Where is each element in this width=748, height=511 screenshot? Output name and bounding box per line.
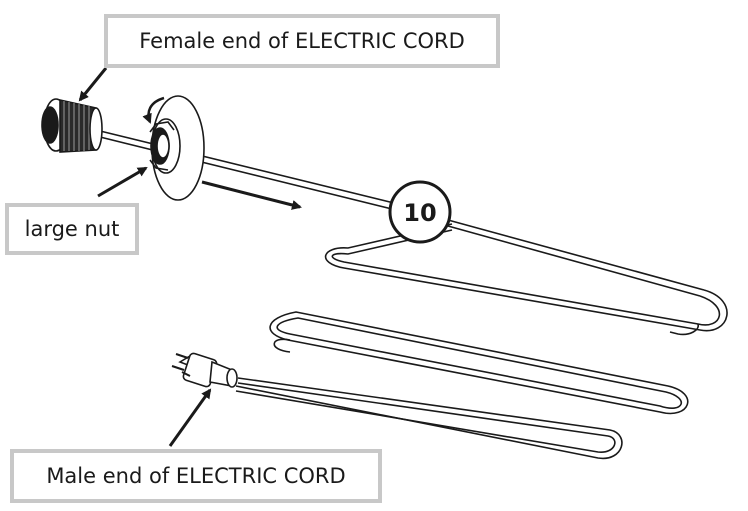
slide-direction-arrow [201,180,302,210]
large-nut [149,95,205,201]
rotation-arrow [142,96,165,124]
male-end-label: Male end of ELECTRIC CORD [10,449,382,503]
large-nut-leader-arrow [97,166,148,198]
male-end-label-text: Male end of ELECTRIC CORD [46,464,346,488]
female-end-label-text: Female end of ELECTRIC CORD [139,29,465,53]
large-nut-label-text: large nut [24,217,120,241]
step-number: 10 [403,199,436,227]
step-badge: 10 [388,180,452,244]
female-socket [41,98,103,153]
large-nut-label: large nut [5,203,139,255]
cord-straight-section [95,129,705,297]
female-end-label: Female end of ELECTRIC CORD [104,14,500,68]
male-end-leader-arrow [168,388,212,447]
male-plug [171,352,238,388]
female-end-leader-arrow [78,67,108,102]
cord-coil [235,223,728,460]
